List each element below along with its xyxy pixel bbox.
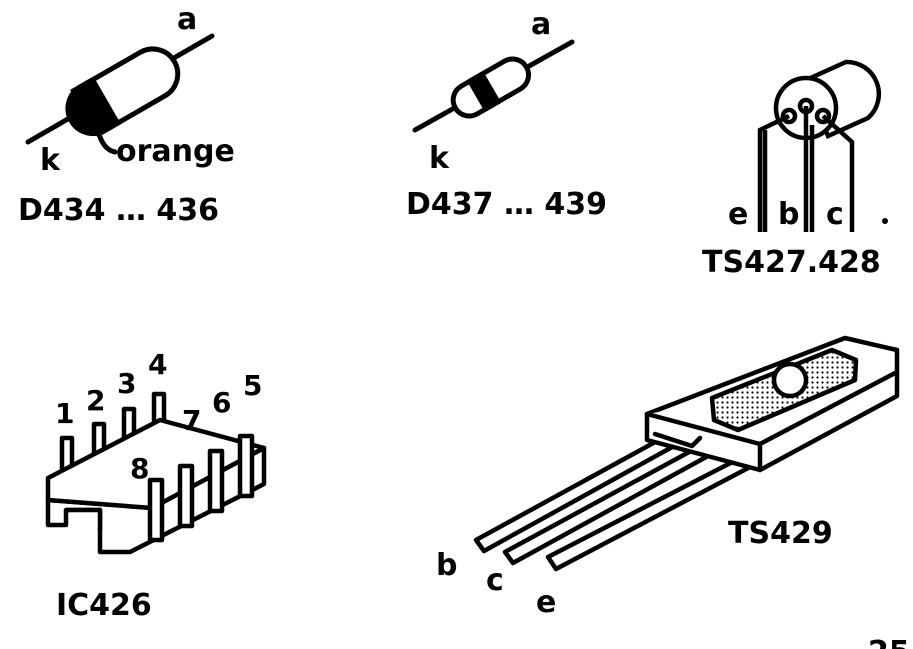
ts427-pin-c-label: c	[826, 197, 844, 232]
ts427-pin-b-label: b	[778, 197, 799, 232]
ts429-part-number: TS429	[728, 516, 833, 551]
diode-d434-cathode-label: k	[40, 143, 61, 178]
corner-page-mark: 25	[868, 635, 910, 649]
diode-d437-cathode-label: k	[429, 141, 450, 176]
ic-pin-6-label: 6	[212, 386, 231, 419]
diode-d437-body-icon	[412, 39, 575, 133]
ts427-pin-e-label: e	[728, 197, 748, 232]
ic-part-number: IC426	[56, 588, 152, 623]
diode-d434-part-number: D434 … 436	[18, 193, 219, 228]
diode-d434-436: a k orange D434 … 436	[18, 2, 235, 228]
ic-426: 1 2 3 4 5 6 7 8 IC426	[45, 348, 267, 623]
transistor-ts429: b c e TS429	[436, 335, 900, 620]
diode-d437-part-number: D437 … 439	[406, 187, 607, 222]
ic-pin-8-label: 8	[130, 452, 149, 485]
diode-d437-439: a k D437 … 439	[406, 7, 607, 222]
ic-pin-1-label: 1	[55, 397, 74, 430]
ic-pin-3-label: 3	[117, 367, 136, 400]
ic-pin-4-label: 4	[148, 348, 167, 381]
ts429-pin-c-label: c	[486, 563, 504, 598]
to92-package-icon	[757, 59, 882, 232]
ts429-pin-e-label: e	[536, 585, 556, 620]
ic-pin-7-label: 7	[182, 404, 201, 437]
ic-pin-2-label: 2	[86, 384, 105, 417]
diode-d434-band-color-label: orange	[116, 134, 235, 169]
to126-package-icon	[473, 335, 900, 572]
ic-pin-5-label: 5	[243, 369, 262, 402]
diode-d434-anode-label: a	[177, 2, 197, 37]
stray-dot-icon	[882, 218, 888, 224]
transistor-ts427-428: e b c TS427.428	[702, 59, 888, 280]
diode-d434-body-icon	[25, 33, 215, 155]
diode-d437-anode-label: a	[531, 7, 551, 42]
dip8-package-icon	[45, 391, 267, 555]
ts427-part-number: TS427.428	[702, 245, 881, 280]
ts429-pin-b-label: b	[436, 548, 457, 583]
